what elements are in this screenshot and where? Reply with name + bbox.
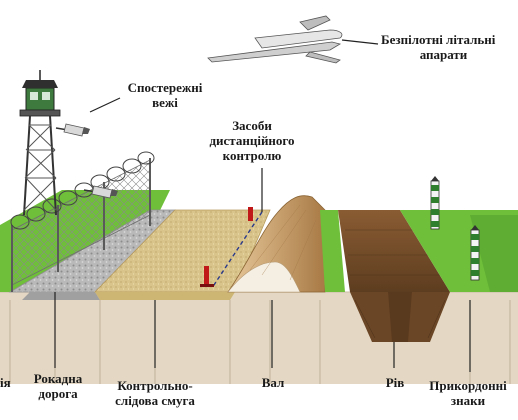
border-signs-label-line2: знаки bbox=[450, 393, 486, 408]
towers-label: Спостережні вежі bbox=[118, 80, 212, 110]
control-strip-label: Контрольно- слідова смуга bbox=[100, 378, 210, 408]
drones-label-line1: Безпілотні літальні bbox=[381, 32, 496, 47]
grass-middle bbox=[320, 210, 345, 292]
control-strip-label-line2: слідова смуга bbox=[115, 393, 195, 408]
watchtower-icon bbox=[19, 70, 61, 216]
remote-control-label-line3: контролю bbox=[222, 148, 282, 163]
drone-icon bbox=[207, 15, 379, 64]
control-strip-edge bbox=[95, 292, 235, 300]
sensor-cable bbox=[211, 211, 263, 289]
drones-label-line2: апарати bbox=[419, 47, 468, 62]
camera-icon bbox=[55, 123, 90, 137]
border-post-icon bbox=[470, 225, 480, 281]
towers-label-line2: вежі bbox=[152, 95, 178, 110]
ditch bbox=[338, 210, 450, 342]
rampart bbox=[227, 195, 326, 293]
border-post-icon bbox=[430, 176, 440, 230]
camera-icon bbox=[83, 185, 118, 199]
grass-right-shade bbox=[470, 215, 518, 292]
border-signs-label-line1: Прикордонні bbox=[429, 378, 507, 393]
rampart-label: Вал bbox=[261, 375, 285, 390]
remote-control-label: Засоби дистанційного контролю bbox=[196, 118, 308, 163]
patrol-road-label: Рокадна дорога bbox=[28, 371, 88, 401]
control-strip-label-line1: Контрольно- bbox=[117, 378, 193, 393]
border-signs-label: Прикордонні знаки bbox=[420, 378, 516, 408]
patrol-road-dark bbox=[22, 292, 100, 300]
patrol-road-label-line2: дорога bbox=[38, 386, 78, 401]
drones-label: Безпілотні літальні апарати bbox=[381, 32, 506, 62]
leader-towers bbox=[89, 97, 121, 113]
patrol-road-label-line1: Рокадна bbox=[33, 371, 83, 386]
remote-control-label-line2: дистанційного bbox=[209, 133, 295, 148]
leader-lines bbox=[54, 97, 471, 372]
towers-label-line1: Спостережні bbox=[127, 80, 203, 95]
sensor-post-icon bbox=[200, 207, 253, 287]
ditch-label: Рів bbox=[385, 375, 405, 390]
remote-control-label-line1: Засоби bbox=[232, 118, 272, 133]
left-cut-label: ія bbox=[0, 375, 11, 390]
